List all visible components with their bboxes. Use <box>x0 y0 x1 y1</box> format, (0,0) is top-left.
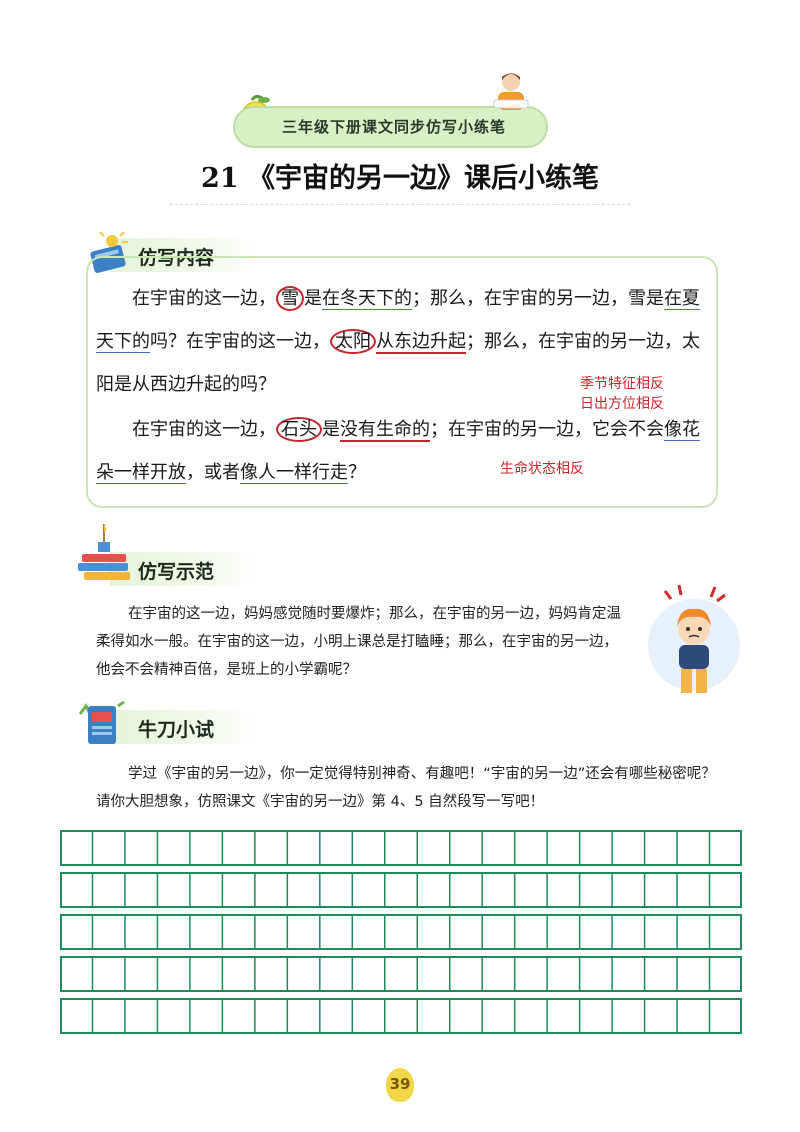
content-box <box>86 256 718 508</box>
margin-note-sunrise: 日出方位相反 <box>580 396 664 412</box>
circled-word: 石头 <box>276 417 322 442</box>
text-span: 是 <box>304 288 322 309</box>
underlined-phrase: 像花朵一样开放 <box>96 419 700 484</box>
try-it-instruction: 学过《宇宙的另一边》，你一定觉得特别神奇、有趣吧！“宇宙的另一边”还会有哪些秘密… <box>96 766 716 810</box>
text-span: 在宇宙的这一边， <box>132 419 276 440</box>
boy-reading-icon <box>493 73 529 110</box>
page-title: 21 《宇宙的另一边》课后小练笔 <box>201 163 599 194</box>
underlined-phrase: 从东边升起 <box>376 331 466 354</box>
margin-note-life: 生命状态相反 <box>500 461 584 477</box>
text-span: ；在宇宙的另一边，它会不会 <box>430 419 664 440</box>
demo-paragraph: 在宇宙的这一边，妈妈感觉随时要爆炸；那么，在宇宙的另一边，妈妈肯定温柔得如水一般… <box>96 606 621 678</box>
grid-row <box>60 830 742 866</box>
text-span: 在宇宙的这一边， <box>132 288 276 309</box>
underlined-phrase: 在冬天下的 <box>322 288 412 310</box>
title-divider <box>170 204 630 205</box>
header-banner-text: 三年级下册课文同步仿写小练笔 <box>282 118 507 136</box>
section-label-imitate-demo: 仿写示范 <box>138 561 215 583</box>
underlined-phrase: 没有生命的 <box>340 419 430 442</box>
grid-row <box>60 914 742 950</box>
section-label-try-it: 牛刀小试 <box>138 719 215 741</box>
circled-word: 太阳 <box>330 329 376 354</box>
stacked-books-icon <box>78 524 130 580</box>
tab-imitate-demo <box>110 552 260 586</box>
page-number: 39 <box>386 1068 414 1102</box>
underlined-phrase: 在夏天下的 <box>96 288 700 353</box>
tab-try-it <box>110 710 260 744</box>
text-span: ；那么，在宇宙的另一边，雪是 <box>412 288 664 309</box>
circled-word: 雪 <box>276 286 304 311</box>
content-paragraph-2: 在宇宙的这一边，石头是没有生命的；在宇宙的另一边，它会不会像花朵一样开放，或者像… <box>96 408 708 494</box>
grid-row <box>60 956 742 992</box>
underlined-phrase: 像人一样行走 <box>240 462 348 484</box>
tab-imitate-content <box>110 238 260 272</box>
grid-row <box>60 998 742 1034</box>
text-span: ？ <box>348 462 366 483</box>
section-label-imitate-content: 仿写内容 <box>138 247 215 269</box>
grid-row <box>60 872 742 908</box>
text-span: ，或者 <box>186 462 240 483</box>
text-span: 是 <box>322 419 340 440</box>
content-paragraph-1: 在宇宙的这一边，雪是在冬天下的；那么，在宇宙的另一边，雪是在夏天下的吗？在宇宙的… <box>96 277 708 406</box>
text-span: ；那么，在宇宙的另一边，太阳是从西边升起的吗？ <box>96 331 700 395</box>
header-banner <box>233 106 548 148</box>
writing-grid[interactable] <box>60 830 742 1070</box>
text-span: 吗？在宇宙的这一边， <box>150 331 330 352</box>
notebook-icon <box>78 700 125 744</box>
angry-girl-icon <box>648 584 740 693</box>
margin-note-season: 季节特征相反 <box>580 376 664 392</box>
